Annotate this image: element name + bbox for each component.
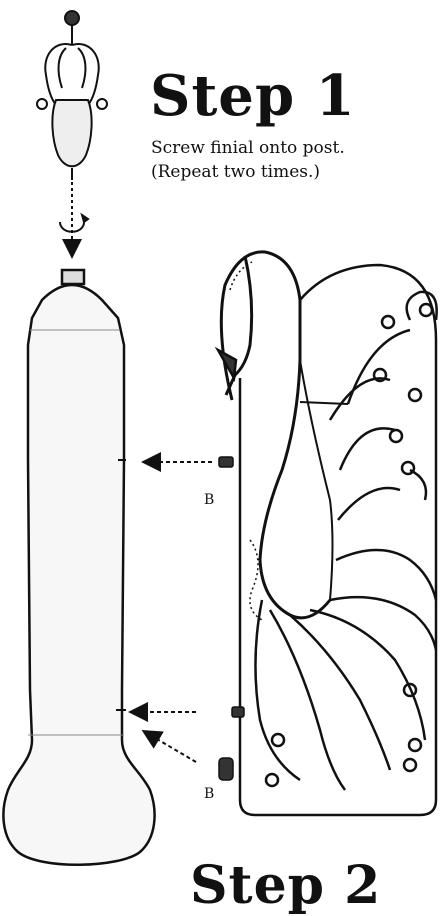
finial-icon	[37, 11, 107, 180]
swan-panel-icon	[218, 252, 437, 815]
callout-label: B	[204, 786, 214, 802]
dashed-arrow-icon	[132, 462, 212, 762]
instruction-line: (Repeat two times.)	[151, 160, 345, 184]
instruction-line: Screw finial onto post.	[151, 136, 345, 160]
step-1-instruction: Screw finial onto post. (Repeat two time…	[151, 136, 345, 184]
step-1-title: Step 1	[150, 66, 356, 126]
callout-label: B	[204, 492, 214, 508]
post-icon	[3, 270, 154, 865]
rotate-arrow-icon	[60, 182, 88, 255]
step-2-title: Step 2	[190, 856, 381, 916]
